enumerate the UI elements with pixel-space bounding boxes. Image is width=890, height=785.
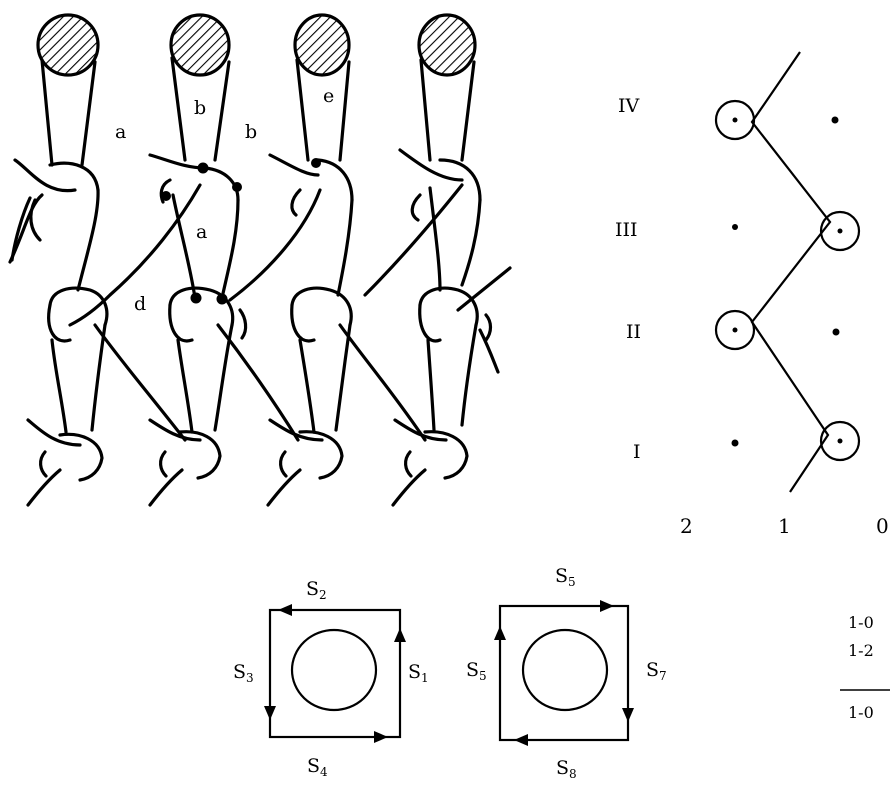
- needle-point: [731, 439, 739, 447]
- label-e: e: [323, 85, 334, 107]
- needle-point: [831, 116, 839, 124]
- yarn-cross-section-1: [36, 13, 100, 77]
- box2-left-label: S5: [466, 659, 487, 683]
- course-label-ii: II: [626, 321, 641, 343]
- contact-dot: [161, 191, 171, 201]
- box1-bottom-label: S4: [307, 755, 328, 779]
- needle-space-1: 1: [778, 514, 791, 538]
- arrow-up-icon: [394, 628, 406, 642]
- arrow-right-icon: [600, 600, 614, 612]
- direction-box-2: S5 S5 S7 S8: [466, 565, 667, 781]
- arrow-left-icon: [278, 604, 292, 616]
- course-label-i: I: [633, 441, 641, 463]
- box1-right-label: S1: [408, 661, 429, 685]
- yarn-cross-section-3: [293, 13, 351, 77]
- arrow-up-icon: [494, 626, 506, 640]
- needle-point: [732, 327, 738, 333]
- needle-loop-circle: [819, 420, 861, 462]
- chain-notation: 1-0 1-2 1-0: [840, 613, 890, 722]
- yarn-cross-section-4: [417, 13, 477, 77]
- needle-space-2: 2: [680, 514, 693, 538]
- contact-dot: [311, 158, 321, 168]
- needle-point: [832, 328, 840, 336]
- box2-top-label: S5: [555, 565, 576, 589]
- arrow-down-icon: [264, 706, 276, 720]
- fabric-labels: a b b e a d: [115, 85, 334, 315]
- needle-loop-circle: [819, 210, 861, 252]
- lapping-path: [750, 51, 832, 493]
- box1-left-label: S3: [233, 661, 254, 685]
- arrow-down-icon: [622, 708, 634, 722]
- label-a-lower: a: [196, 221, 207, 243]
- contact-dot: [232, 182, 242, 192]
- course-label-iii: III: [615, 219, 638, 241]
- label-b-right: b: [245, 121, 257, 143]
- box1-top-label: S2: [306, 578, 327, 602]
- direction-box-1: S2 S3 S1 S4: [233, 578, 429, 779]
- lapping-diagram: IV III II I 2 1 0: [615, 51, 889, 538]
- label-b-left: b: [194, 97, 206, 119]
- notation-result: 1-0: [848, 703, 874, 722]
- notation-line-2: 1-2: [848, 641, 874, 660]
- needle-loop-circle: [714, 99, 756, 141]
- arrow-left-icon: [514, 734, 528, 746]
- needle-point: [732, 224, 738, 230]
- arrow-right-icon: [374, 731, 388, 743]
- contact-dot: [216, 293, 228, 305]
- needle-space-0: 0: [876, 514, 889, 538]
- box2-right-label: S7: [646, 659, 667, 683]
- needle-point: [732, 117, 738, 123]
- fabric-loop-drawing: [8, 13, 512, 507]
- course-label-iv: IV: [618, 95, 640, 117]
- label-d: d: [134, 293, 146, 315]
- contact-dot: [190, 292, 202, 304]
- box2-bottom-label: S8: [556, 757, 577, 780]
- needle-loop-circle: [714, 309, 756, 351]
- contact-dot: [197, 162, 209, 174]
- notation-line-1: 1-0: [848, 613, 874, 632]
- label-a-upper: a: [115, 121, 126, 143]
- needle-point: [837, 438, 843, 444]
- yarn-cross-section-2: [169, 13, 231, 77]
- contact-points: [161, 158, 321, 305]
- needle-point: [837, 228, 843, 234]
